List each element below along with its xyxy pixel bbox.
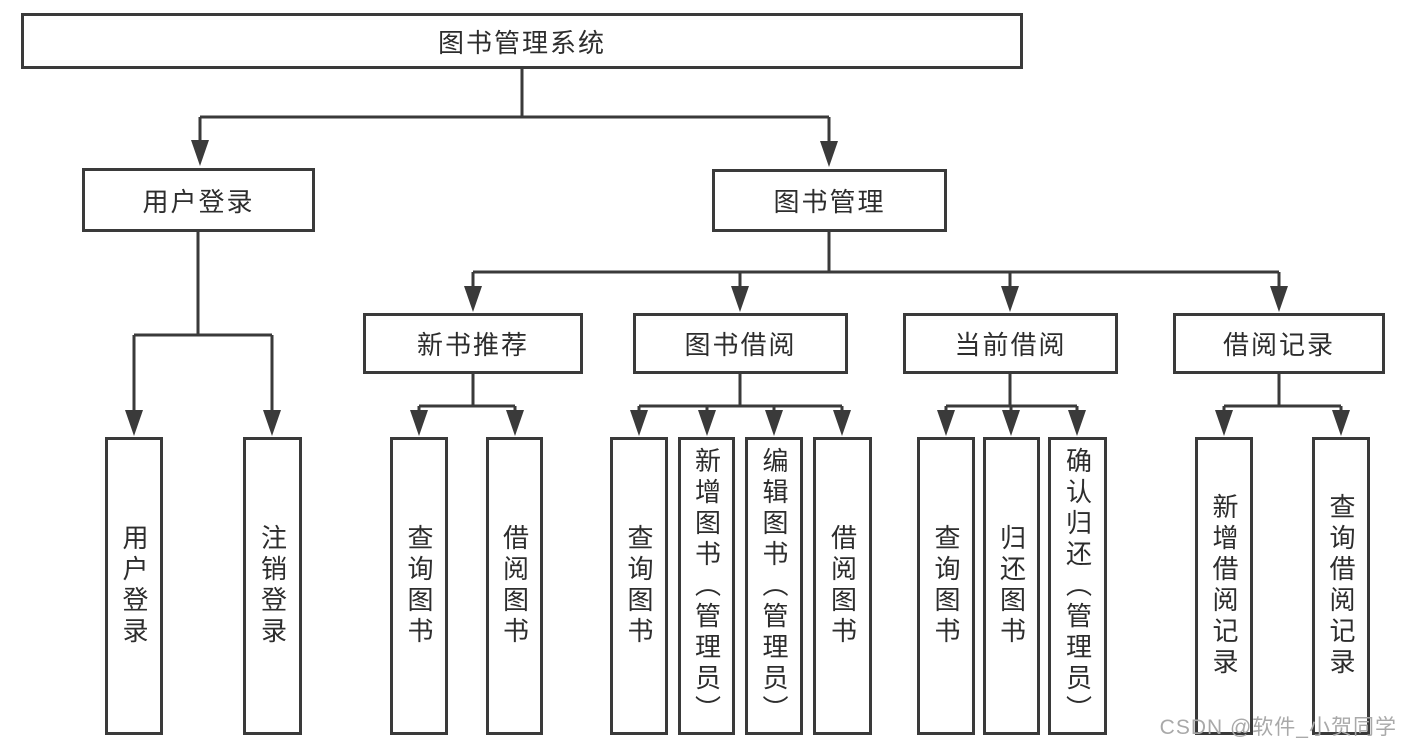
node-label: 图书借阅 bbox=[684, 330, 797, 360]
node-current-borrowing: 当前借阅 bbox=[903, 313, 1118, 374]
node-label: 当前借阅 bbox=[954, 330, 1067, 360]
node-label: 新增图书（管理员） bbox=[691, 446, 722, 726]
leaf-return-book: 归还图书 bbox=[983, 437, 1040, 735]
node-borrowing-records: 借阅记录 bbox=[1173, 313, 1385, 374]
node-label: 借阅图书 bbox=[499, 524, 530, 648]
leaf-query-borrow-record: 查询借阅记录 bbox=[1312, 437, 1370, 735]
node-label: 查询图书 bbox=[624, 524, 654, 648]
node-label: 查询图书 bbox=[404, 524, 434, 648]
leaf-query-books-current: 查询图书 bbox=[917, 437, 975, 735]
leaf-query-books-recommend: 查询图书 bbox=[390, 437, 448, 735]
node-label: 新书推荐 bbox=[416, 330, 529, 360]
node-label: 新增借阅记录 bbox=[1209, 493, 1239, 679]
node-label: 编辑图书（管理员） bbox=[759, 446, 789, 726]
leaf-user-login: 用户登录 bbox=[105, 437, 163, 735]
leaf-edit-book-admin: 编辑图书（管理员） bbox=[745, 437, 803, 735]
node-book-borrowing: 图书借阅 bbox=[633, 313, 848, 374]
node-label: 用户登录 bbox=[119, 524, 149, 648]
leaf-logout: 注销登录 bbox=[243, 437, 302, 735]
node-book-management: 图书管理 bbox=[712, 169, 947, 232]
node-new-book-recommend: 新书推荐 bbox=[363, 313, 583, 374]
node-library-management-system: 图书管理系统 bbox=[21, 13, 1023, 69]
csdn-watermark: CSDN @软件_小贺同学 bbox=[1159, 716, 1397, 739]
node-label: 确认归还（管理员） bbox=[1062, 446, 1093, 726]
node-user-login: 用户登录 bbox=[82, 168, 315, 232]
leaf-add-borrow-record: 新增借阅记录 bbox=[1195, 437, 1253, 735]
leaf-borrow-books-borrowing: 借阅图书 bbox=[813, 437, 872, 735]
node-label: 借阅记录 bbox=[1222, 330, 1335, 360]
leaf-add-book-admin: 新增图书（管理员） bbox=[678, 437, 735, 735]
node-label: 借阅图书 bbox=[827, 524, 858, 648]
node-label: 查询借阅记录 bbox=[1326, 493, 1356, 679]
node-label: 注销登录 bbox=[257, 524, 288, 648]
node-label: 归还图书 bbox=[996, 524, 1027, 648]
leaf-confirm-return-admin: 确认归还（管理员） bbox=[1048, 437, 1107, 735]
leaf-borrow-books-recommend: 借阅图书 bbox=[486, 437, 543, 735]
node-label: 图书管理 bbox=[773, 187, 886, 217]
leaf-query-books-borrowing: 查询图书 bbox=[610, 437, 668, 735]
node-label: 查询图书 bbox=[931, 524, 961, 648]
node-label: 用户登录 bbox=[142, 186, 255, 217]
node-label: 图书管理系统 bbox=[437, 27, 606, 58]
